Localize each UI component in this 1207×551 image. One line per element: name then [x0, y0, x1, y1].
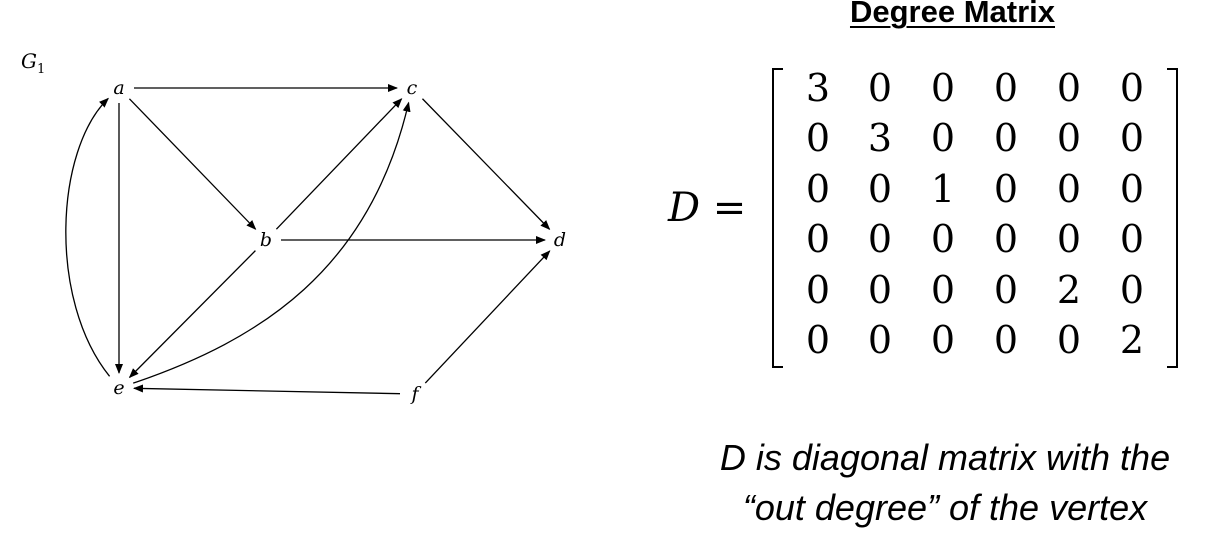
caption: D is diagonal matrix with the “out degre…: [690, 433, 1200, 533]
matrix-cell: 0: [805, 116, 831, 160]
edge-b-c: [275, 98, 403, 230]
matrix-cell: 0: [805, 318, 831, 362]
matrix-cell: 0: [930, 268, 956, 312]
edge-a-b: [128, 98, 257, 230]
edge-f-d: [424, 250, 551, 384]
matrix-cell: 0: [1056, 66, 1082, 110]
edge-c-d: [421, 98, 551, 230]
node-e: e: [113, 377, 124, 399]
matrix-cell: 2: [1119, 318, 1145, 362]
page-title: Degree Matrix: [849, 0, 1056, 29]
matrix-cell: 0: [1119, 167, 1145, 211]
matrix-left-bracket: [772, 68, 783, 368]
matrix-cell: 0: [867, 167, 893, 211]
matrix-cell: 0: [993, 66, 1019, 110]
matrix-cell: 3: [867, 116, 893, 160]
caption-line-2: “out degree” of the vertex: [742, 487, 1148, 528]
matrix-cell: 0: [1119, 268, 1145, 312]
matrix-cell: 0: [867, 268, 893, 312]
matrix-cell: 0: [1119, 217, 1145, 261]
matrix-cell: 0: [930, 66, 956, 110]
equals-sign: =: [712, 185, 747, 231]
matrix-cell: 2: [1056, 268, 1082, 312]
edge-b-e: [128, 250, 256, 379]
node-b: b: [260, 229, 272, 251]
matrix-cell: 1: [930, 167, 956, 211]
matrix-cell: 0: [930, 217, 956, 261]
matrix-cell: 0: [1056, 167, 1082, 211]
matrix-cell: 0: [993, 167, 1019, 211]
matrix-cell: 0: [993, 217, 1019, 261]
matrix-cell: 0: [993, 116, 1019, 160]
matrix-cell: 0: [1119, 66, 1145, 110]
matrix-cell: 0: [930, 116, 956, 160]
matrix-cell: 0: [993, 318, 1019, 362]
node-d: d: [554, 229, 566, 251]
node-c: c: [407, 77, 418, 99]
matrix-cell: 0: [1056, 217, 1082, 261]
matrix-cell: 0: [867, 66, 893, 110]
matrix-lhs: D =: [668, 185, 746, 231]
edge-e-c: [132, 101, 411, 384]
matrix-cell: 0: [930, 318, 956, 362]
matrix-cell: 3: [805, 66, 831, 110]
edge-f-e: [132, 384, 401, 395]
directed-graph: G1 a b c d e f: [21, 49, 566, 405]
matrix-cell: 0: [1056, 116, 1082, 160]
node-a: a: [113, 77, 124, 99]
matrix-cell: 0: [805, 268, 831, 312]
matrix-cell: 0: [1119, 116, 1145, 160]
node-f: f: [409, 383, 421, 405]
matrix-right-bracket: [1167, 68, 1178, 368]
matrix-variable: D: [668, 185, 701, 231]
caption-line-1: D is diagonal matrix with the: [719, 437, 1171, 478]
edge-e-a: [65, 97, 111, 377]
matrix-cell: 0: [993, 268, 1019, 312]
matrix-cell: 0: [805, 217, 831, 261]
matrix-cell: 0: [1056, 318, 1082, 362]
matrix-cell: 0: [867, 217, 893, 261]
matrix-cell: 0: [805, 167, 831, 211]
graph-label: G1: [21, 49, 45, 77]
matrix-cell: 0: [867, 318, 893, 362]
